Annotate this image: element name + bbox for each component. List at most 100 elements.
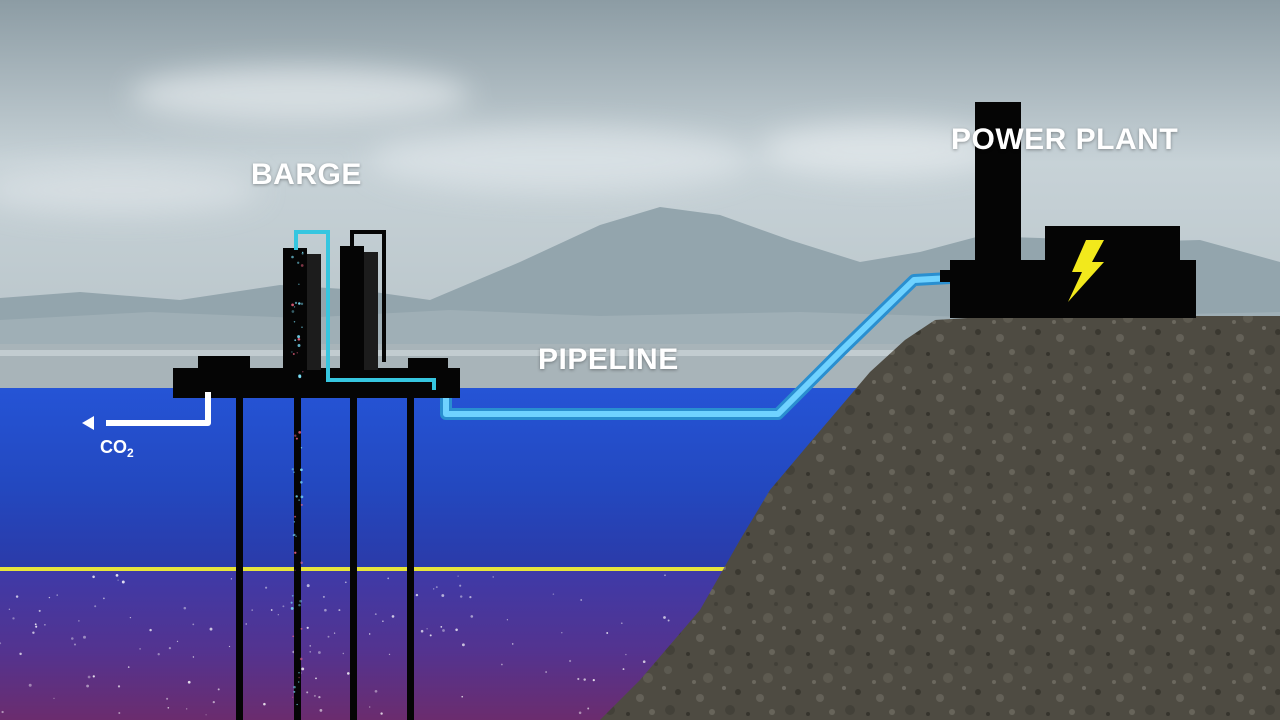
bubble [294,339,297,342]
particle [625,653,627,656]
particle [8,608,11,611]
lightning-bolt-icon [1068,240,1104,302]
particle [15,595,19,598]
barge-platform [173,246,460,398]
particle [457,575,459,577]
bubble [298,499,300,501]
bubble [300,561,303,564]
arrow-left-icon [82,416,94,430]
particle [0,642,2,645]
particle [324,608,327,612]
particle [374,689,378,693]
bubble [297,335,301,339]
rock-shading [600,316,1280,720]
bubble [295,535,297,538]
particle [228,645,231,648]
particle [333,632,336,634]
particle [391,615,395,618]
particle [103,597,105,600]
bubble [293,685,296,689]
particle [663,616,666,619]
bubble [300,468,303,472]
bubble [290,606,294,610]
particle [545,671,547,673]
particle [313,694,316,697]
bubble [298,302,301,305]
bubble [300,264,304,267]
co2-label: CO2 [100,437,134,460]
particle [157,653,160,656]
bubble [293,471,295,473]
bubble [293,521,295,523]
bubble [298,431,302,434]
particle [230,578,233,580]
particle [92,575,95,579]
bubble [291,594,294,597]
clouds [0,67,1000,214]
particle [121,580,125,584]
particle [577,677,580,681]
particle [129,616,132,619]
bubble [299,599,302,603]
power-plant-label: POWER PLANT [951,123,1179,156]
bubble [297,337,301,341]
bubble [291,303,294,307]
particle [192,623,195,626]
particle [322,595,325,598]
particle [426,628,428,630]
particle [388,653,391,656]
particle [592,678,595,682]
particle [433,588,435,590]
bubble [294,551,297,554]
particle [642,660,646,664]
particle [78,620,80,622]
particle [217,688,220,691]
particle [374,613,377,616]
particle [429,634,432,637]
particle [368,633,371,635]
particle [117,685,121,688]
particle [192,656,195,658]
particle [346,672,350,675]
particle [315,677,317,680]
particle [440,626,443,628]
shoreline [0,350,1280,356]
particle [34,623,37,626]
particle [35,625,38,628]
bubble [295,437,298,440]
particle [12,617,15,620]
bubble [300,503,303,506]
particle [301,667,305,671]
bubble [300,495,304,499]
particle [344,581,347,584]
particle [380,712,383,715]
particle [187,680,191,684]
bubble [291,310,295,313]
particle [149,628,152,632]
particle [511,643,514,645]
particle [166,697,169,700]
particle [263,702,266,706]
bubble [291,468,294,471]
bubble [299,657,303,661]
particle [461,643,465,647]
bubble [291,351,293,353]
particle [420,629,424,633]
particle [369,706,371,708]
particle [53,697,55,700]
particle [387,577,390,580]
bubble [300,302,304,306]
bubble [300,447,303,449]
particle [319,709,323,712]
particle [168,646,172,650]
particle [459,584,462,587]
particle [342,652,344,655]
bubble [302,371,304,373]
particle [48,596,51,599]
particle [442,629,445,632]
particle [561,632,563,634]
particle [309,651,311,653]
intake-pipe [294,230,436,390]
particle [83,635,86,639]
